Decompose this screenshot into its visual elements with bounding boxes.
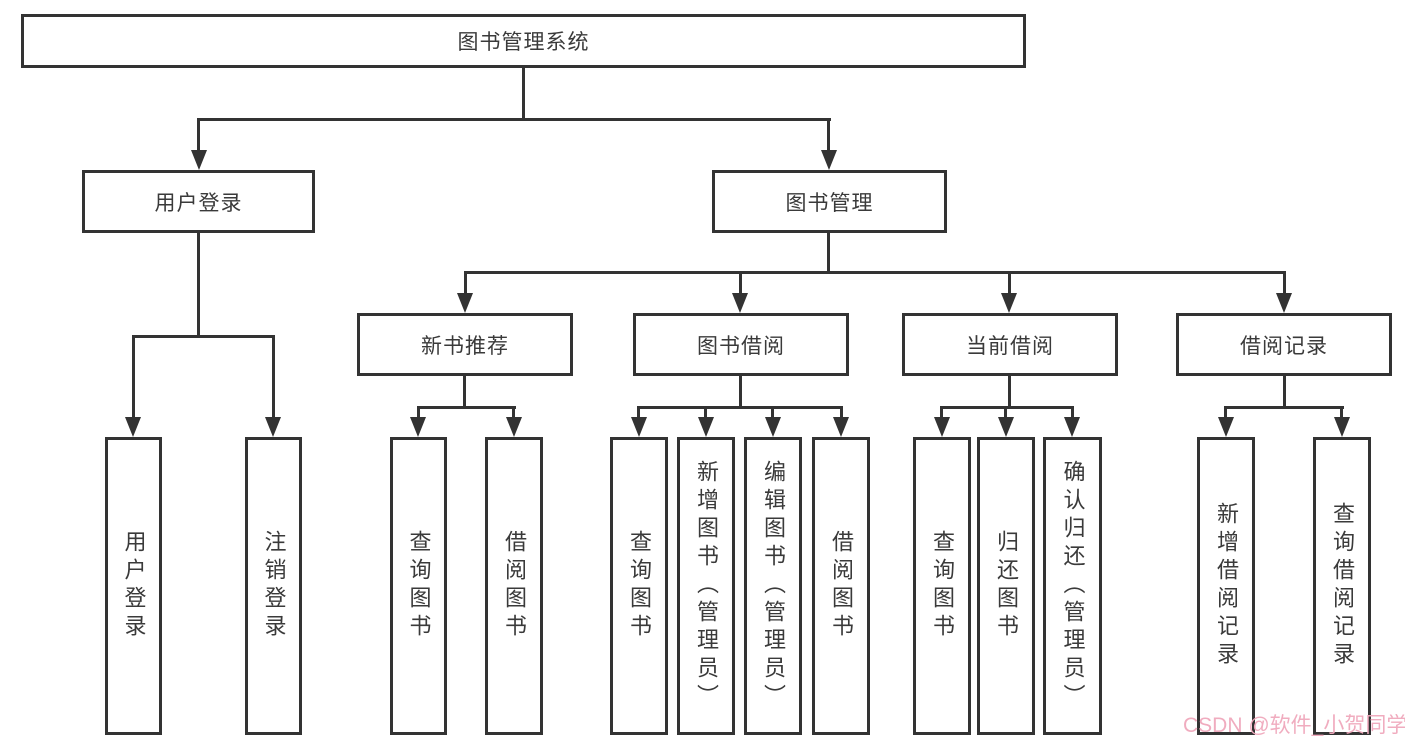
- leaf-borrow-books-recommend: 借阅图书: [485, 437, 543, 735]
- connector-vline: [840, 409, 843, 419]
- leaf-return-books: 归还图书: [977, 437, 1035, 735]
- connector-vline: [512, 409, 515, 419]
- node-current-borrow: 当前借阅: [902, 313, 1118, 376]
- arrowhead-down-icon: [698, 417, 714, 437]
- leaf-label: 归还图书: [994, 530, 1019, 642]
- node-label: 图书借阅: [697, 334, 785, 358]
- connector-vline: [827, 121, 830, 153]
- arrowhead-down-icon: [1334, 417, 1350, 437]
- arrowhead-down-icon: [1276, 293, 1292, 313]
- connector-hline: [132, 335, 275, 338]
- node-user-login-group: 用户登录: [82, 170, 315, 233]
- arrowhead-down-icon: [765, 417, 781, 437]
- connector-hline: [637, 406, 843, 409]
- node-root: 图书管理系统: [21, 14, 1026, 68]
- leaf-query-books-recommend: 查询图书: [390, 437, 447, 735]
- arrowhead-down-icon: [1218, 417, 1234, 437]
- node-label: 图书管理: [785, 191, 874, 215]
- arrowhead-down-icon: [265, 417, 281, 437]
- leaf-label: 查询图书: [627, 530, 652, 642]
- connector-vline: [197, 233, 200, 335]
- connector-vline: [1283, 274, 1286, 295]
- leaf-user-login: 用户登录: [105, 437, 162, 735]
- leaf-confirm-return-admin: 确认归还（管理员）: [1043, 437, 1102, 735]
- connector-hline: [197, 118, 831, 121]
- connector-vline: [197, 121, 200, 153]
- connector-vline: [827, 233, 830, 271]
- csdn-watermark: CSDN @软件_小贺同学: [1183, 714, 1405, 737]
- arrowhead-down-icon: [125, 417, 141, 437]
- node-book-management: 图书管理: [712, 170, 947, 233]
- leaf-label: 确认归还（管理员）: [1060, 460, 1086, 712]
- node-label: 当前借阅: [966, 334, 1054, 358]
- leaf-label: 用户登录: [121, 530, 147, 642]
- leaf-borrow-books: 借阅图书: [812, 437, 870, 735]
- leaf-logout: 注销登录: [245, 437, 302, 735]
- leaf-label: 查询借阅记录: [1330, 502, 1355, 670]
- connector-hline: [940, 406, 1074, 409]
- leaf-label: 新增图书（管理员）: [694, 460, 719, 712]
- connector-vline: [522, 68, 525, 121]
- arrowhead-down-icon: [191, 150, 207, 170]
- connector-vline: [1008, 376, 1011, 406]
- connector-vline: [1283, 376, 1286, 406]
- arrowhead-down-icon: [457, 293, 473, 313]
- leaf-label: 借阅图书: [829, 530, 854, 642]
- node-borrow-records: 借阅记录: [1176, 313, 1392, 376]
- arrowhead-down-icon: [410, 417, 426, 437]
- connector-vline: [1004, 409, 1007, 419]
- connector-vline: [417, 409, 420, 419]
- node-root-label: 图书管理系统: [457, 31, 590, 54]
- arrowhead-down-icon: [732, 293, 748, 313]
- connector-vline: [272, 338, 275, 419]
- leaf-query-borrow-record: 查询借阅记录: [1313, 437, 1371, 735]
- leaf-label: 借阅图书: [502, 530, 527, 642]
- connector-vline: [739, 376, 742, 406]
- node-label: 用户登录: [154, 191, 243, 215]
- arrowhead-down-icon: [833, 417, 849, 437]
- connector-vline: [1340, 409, 1343, 419]
- arrowhead-down-icon: [821, 150, 837, 170]
- arrowhead-down-icon: [506, 417, 522, 437]
- arrowhead-down-icon: [1001, 293, 1017, 313]
- leaf-label: 注销登录: [261, 530, 287, 642]
- connector-vline: [1224, 409, 1227, 419]
- connector-vline: [1071, 409, 1074, 419]
- connector-vline: [464, 274, 467, 295]
- connector-hline: [1224, 406, 1344, 409]
- connector-vline: [704, 409, 707, 419]
- leaf-query-books-borrow: 查询图书: [610, 437, 668, 735]
- node-label: 新书推荐: [421, 334, 509, 358]
- connector-vline: [771, 409, 774, 419]
- leaf-label: 编辑图书（管理员）: [761, 460, 786, 712]
- connector-hline: [417, 406, 516, 409]
- connector-hline: [464, 271, 1286, 274]
- arrowhead-down-icon: [934, 417, 950, 437]
- connector-vline: [739, 274, 742, 295]
- connector-vline: [940, 409, 943, 419]
- leaf-add-books-admin: 新增图书（管理员）: [677, 437, 735, 735]
- leaf-label: 查询图书: [406, 530, 432, 642]
- node-new-book-recommend: 新书推荐: [357, 313, 573, 376]
- arrowhead-down-icon: [998, 417, 1014, 437]
- connector-vline: [132, 338, 135, 419]
- node-book-borrow: 图书借阅: [633, 313, 849, 376]
- arrowhead-down-icon: [1064, 417, 1080, 437]
- leaf-label: 新增借阅记录: [1214, 502, 1239, 670]
- node-label: 借阅记录: [1240, 334, 1328, 358]
- leaf-add-borrow-record: 新增借阅记录: [1197, 437, 1255, 735]
- leaf-edit-books-admin: 编辑图书（管理员）: [744, 437, 802, 735]
- connector-vline: [1008, 274, 1011, 295]
- connector-vline: [463, 376, 466, 406]
- leaf-query-books-current: 查询图书: [913, 437, 971, 735]
- leaf-label: 查询图书: [930, 530, 955, 642]
- connector-vline: [637, 409, 640, 419]
- arrowhead-down-icon: [631, 417, 647, 437]
